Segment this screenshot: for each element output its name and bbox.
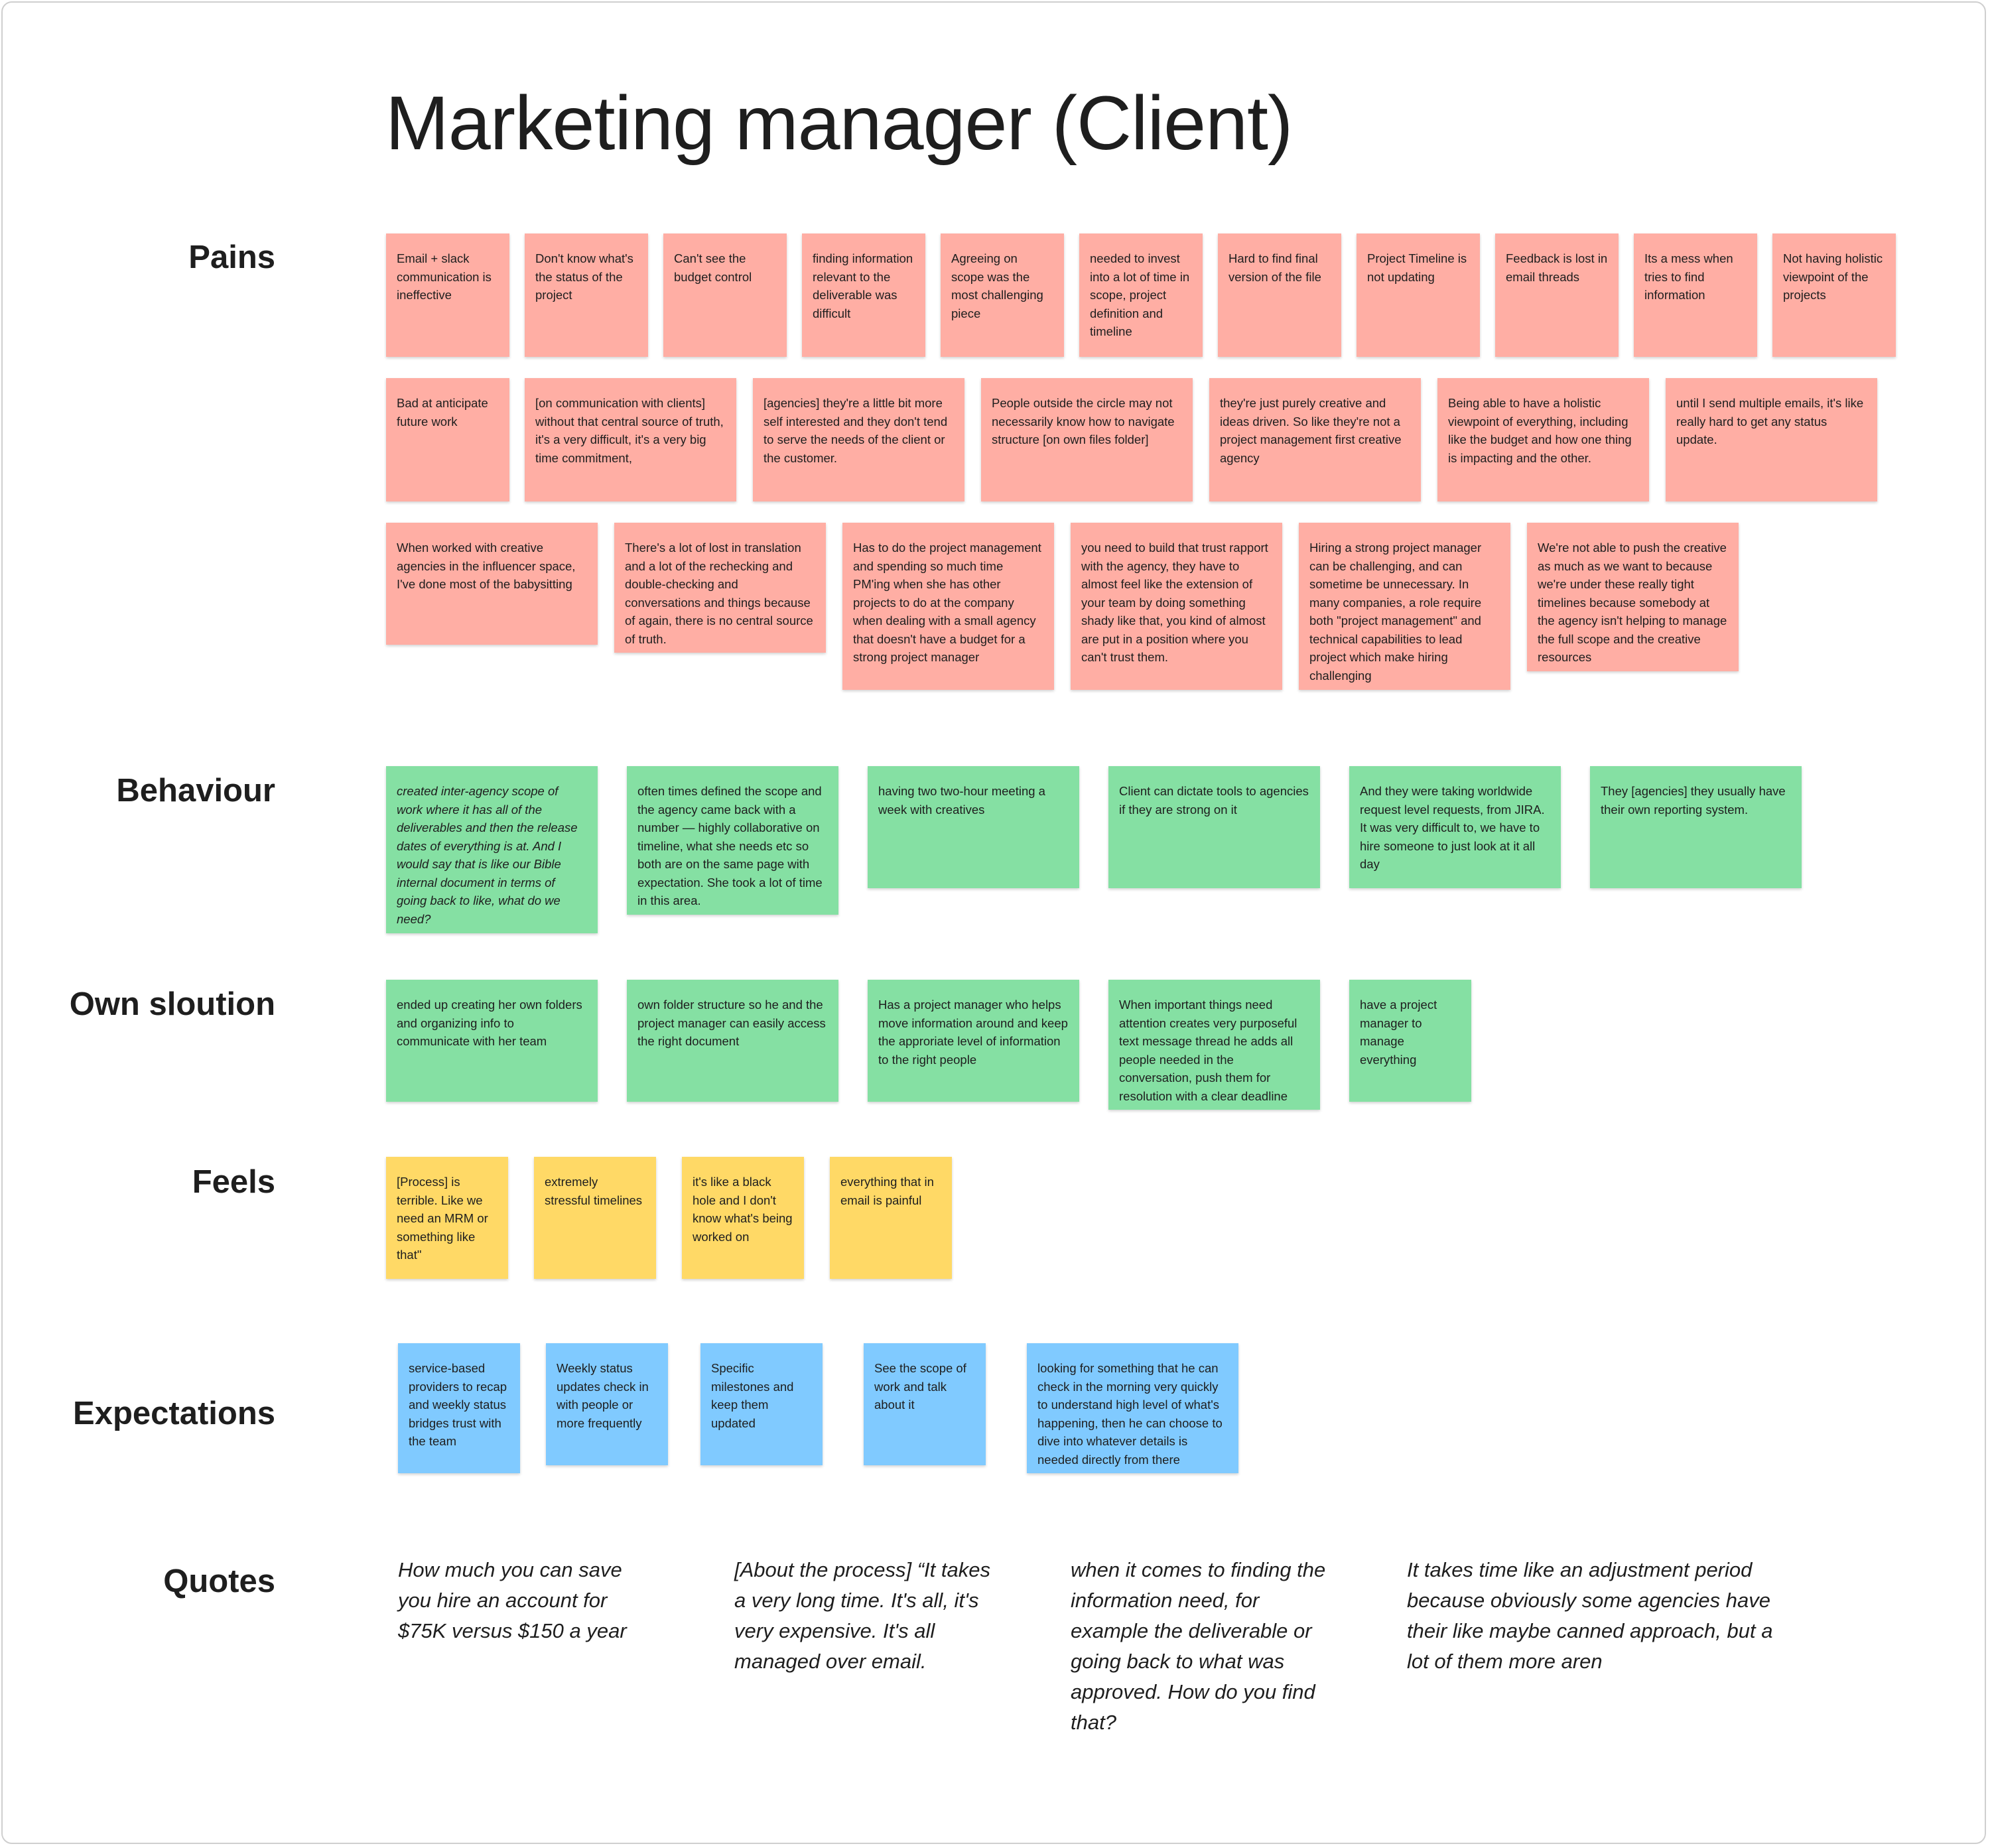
feels-sticky-note[interactable]: everything that in email is painful <box>830 1157 952 1279</box>
section-label-own-solution: Own sloution <box>69 986 275 1022</box>
pain-sticky-note[interactable]: Has to do the project management and spe… <box>842 523 1054 690</box>
section-label-feels: Feels <box>192 1164 275 1200</box>
behaviour-sticky-note[interactable]: created inter-agency scope of work where… <box>386 766 598 933</box>
own-solution-sticky-note[interactable]: Has a project manager who helps move inf… <box>868 980 1079 1102</box>
own-solution-sticky-note[interactable]: ended up creating her own folders and or… <box>386 980 598 1102</box>
expectation-sticky-note[interactable]: Specific milestones and keep them update… <box>700 1343 823 1465</box>
own-solution-sticky-note[interactable]: own folder structure so he and the proje… <box>627 980 838 1102</box>
pain-sticky-note[interactable]: [on communication with clients] without … <box>525 378 736 501</box>
quote-text: It takes time like an adjustment period … <box>1407 1558 1773 1673</box>
section-label-pains: Pains <box>188 239 275 275</box>
own-solution-sticky-note[interactable]: When important things need attention cre… <box>1108 980 1320 1110</box>
section-label-behaviour: Behaviour <box>116 773 275 809</box>
pain-sticky-note[interactable]: Feedback is lost in email threads <box>1495 233 1619 357</box>
expectation-sticky-note[interactable]: See the scope of work and talk about it <box>864 1343 986 1465</box>
expectation-sticky-note[interactable]: looking for something that he can check … <box>1027 1343 1238 1473</box>
pain-sticky-note[interactable]: People outside the circle may not necess… <box>981 378 1193 501</box>
behaviour-sticky-note[interactable]: They [agencies] they usually have their … <box>1590 766 1802 888</box>
pain-sticky-note[interactable]: When worked with creative agencies in th… <box>386 523 598 645</box>
pain-sticky-note[interactable]: you need to build that trust rapport wit… <box>1071 523 1282 690</box>
pain-sticky-note[interactable]: Not having holistic viewpoint of the pro… <box>1772 233 1896 357</box>
behaviour-sticky-note[interactable]: Client can dictate tools to agencies if … <box>1108 766 1320 888</box>
pain-sticky-note[interactable]: until I send multiple emails, it's like … <box>1666 378 1877 501</box>
pain-sticky-note[interactable]: Can't see the budget control <box>663 233 787 357</box>
pain-sticky-note[interactable]: needed to invest into a lot of time in s… <box>1079 233 1203 357</box>
pain-sticky-note[interactable]: Project Timeline is not updating <box>1357 233 1480 357</box>
behaviour-sticky-note[interactable]: having two two-hour meeting a week with … <box>868 766 1079 888</box>
expectation-sticky-note[interactable]: Weekly status updates check in with peop… <box>546 1343 668 1465</box>
pain-sticky-note[interactable]: Hard to find final version of the file <box>1218 233 1341 357</box>
section-label-quotes: Quotes <box>163 1563 275 1599</box>
section-label-expectations: Expectations <box>73 1396 275 1431</box>
own-solution-sticky-note[interactable]: have a project manager to manage everyth… <box>1349 980 1471 1102</box>
expectation-sticky-note[interactable]: service-based providers to recap and wee… <box>398 1343 520 1473</box>
behaviour-sticky-note[interactable]: And they were taking worldwide request l… <box>1349 766 1561 888</box>
pain-sticky-note[interactable]: Agreeing on scope was the most challengi… <box>941 233 1064 357</box>
quote-text: [About the process] “It takes a very lon… <box>734 1558 990 1673</box>
pain-sticky-note[interactable]: There's a lot of lost in translation and… <box>614 523 826 653</box>
pain-sticky-note[interactable]: Being able to have a holistic viewpoint … <box>1437 378 1649 501</box>
pain-sticky-note[interactable]: finding information relevant to the deli… <box>802 233 925 357</box>
pain-sticky-note[interactable]: Its a mess when tries to find informatio… <box>1634 233 1757 357</box>
quote-text: How much you can save you hire an accoun… <box>398 1558 627 1642</box>
feels-sticky-note[interactable]: it's like a black hole and I don't know … <box>682 1157 804 1279</box>
pain-sticky-note[interactable]: [agencies] they're a little bit more sel… <box>753 378 964 501</box>
page-title: Marketing manager (Client) <box>385 81 1293 166</box>
feels-sticky-note[interactable]: [Process] is terrible. Like we need an M… <box>386 1157 508 1279</box>
pain-sticky-note[interactable]: Don't know what's the status of the proj… <box>525 233 648 357</box>
pain-sticky-note[interactable]: Hiring a strong project manager can be c… <box>1299 523 1510 690</box>
pain-sticky-note[interactable]: they're just purely creative and ideas d… <box>1209 378 1421 501</box>
pain-sticky-note[interactable]: We're not able to push the creative as m… <box>1527 523 1739 671</box>
behaviour-sticky-note[interactable]: often times defined the scope and the ag… <box>627 766 838 915</box>
pain-sticky-note[interactable]: Bad at anticipate future work <box>386 378 509 501</box>
pain-sticky-note[interactable]: Email + slack communication is ineffecti… <box>386 233 509 357</box>
feels-sticky-note[interactable]: extremely stressful timelines <box>534 1157 656 1279</box>
quote-text: when it comes to finding the information… <box>1071 1558 1326 1734</box>
